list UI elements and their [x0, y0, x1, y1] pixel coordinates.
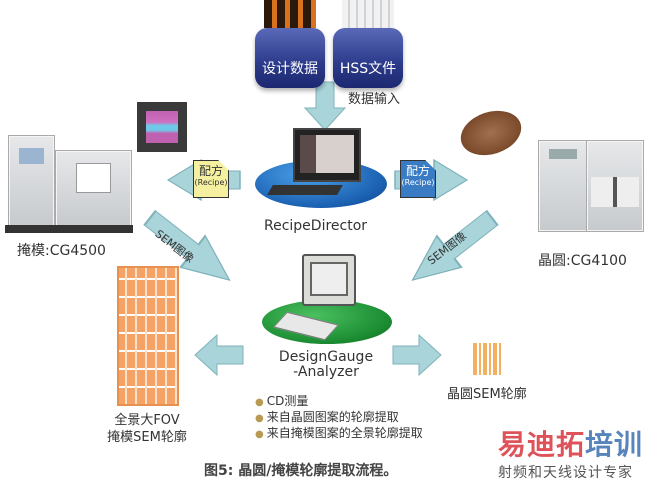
mask-tool-machine-icon [8, 135, 55, 227]
computer-workstation-icon [293, 128, 361, 182]
hss-file-source: HSS文件 [333, 0, 403, 88]
mask-tool-base [5, 225, 133, 233]
wafer-tool-label: 晶圆:CG4100 [538, 253, 627, 269]
recipe-right-title: 配方 [405, 164, 430, 178]
mask-tool-chamber [55, 150, 132, 227]
mask-output-arrow [194, 334, 244, 376]
mask-sem-contour-pattern [117, 266, 179, 406]
keyboard-icon [267, 185, 343, 195]
recipe-left-subtitle: (Recipe) [194, 178, 228, 187]
analyzer-computer-icon [302, 254, 356, 306]
recipe-document-yellow: 配方 (Recipe) [193, 160, 229, 198]
watermark-title-red: 易迪拓 [498, 428, 586, 461]
wafer-tool-chamber [586, 140, 644, 232]
watermark-title-blue: 培训 [585, 428, 644, 461]
analyzer-label: DesignGauge -Analyzer [271, 350, 381, 380]
recipe-left-title: 配方 [198, 164, 223, 178]
feature-item: 来自掩模图案的全景轮廓提取 [255, 426, 423, 442]
watermark-title: 易迪拓培训 [498, 430, 643, 460]
feature-item: 来自晶圆图案的轮廓提取 [255, 410, 423, 426]
hss-file-database-icon [342, 0, 394, 28]
wafer-output-arrow [392, 334, 442, 376]
mask-tool-label: 掩模:CG4500 [17, 243, 106, 259]
analyzer-label-line2: -Analyzer [293, 364, 359, 380]
mask-output-line2: 掩模SEM轮廓 [107, 430, 187, 445]
wafer-tool-machine-icon [538, 140, 588, 232]
analyzer-label-line1: DesignGauge [278, 349, 374, 365]
design-data-source: 设计数据 [255, 0, 325, 88]
figure-caption: 图5: 晶圆/掩模轮廓提取流程。 [204, 463, 398, 479]
feature-list: CD测量 来自晶圆图案的轮廓提取 来自掩模图案的全景轮廓提取 [255, 394, 423, 442]
mask-output-line1: 全景大FOV [114, 413, 180, 428]
design-data-label: 设计数据 [255, 28, 325, 88]
recipe-right-subtitle: (Recipe) [401, 178, 435, 187]
data-input-label: 数据输入 [348, 92, 401, 107]
data-input-arrow [304, 81, 346, 131]
wafer-output-label: 晶圆SEM轮廓 [447, 387, 527, 402]
hss-file-label: HSS文件 [333, 28, 403, 88]
mask-chip-image [137, 102, 187, 152]
feature-item: CD测量 [255, 394, 423, 410]
mask-output-label: 全景大FOV 掩模SEM轮廓 [100, 412, 194, 446]
wafer-sem-contour-pattern [473, 343, 501, 375]
recipe-document-blue: 配方 (Recipe) [400, 160, 436, 198]
design-data-database-icon [264, 0, 316, 28]
recipe-director-label: RecipeDirector [264, 218, 368, 234]
watermark-subtitle: 射频和天线设计专家 [498, 465, 633, 481]
